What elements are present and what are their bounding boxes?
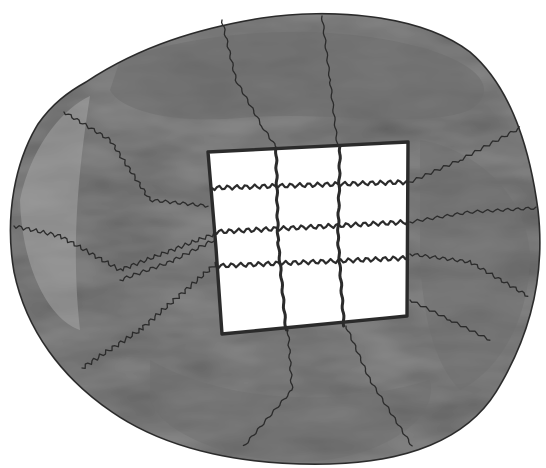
window-pane-fill [208, 142, 408, 334]
